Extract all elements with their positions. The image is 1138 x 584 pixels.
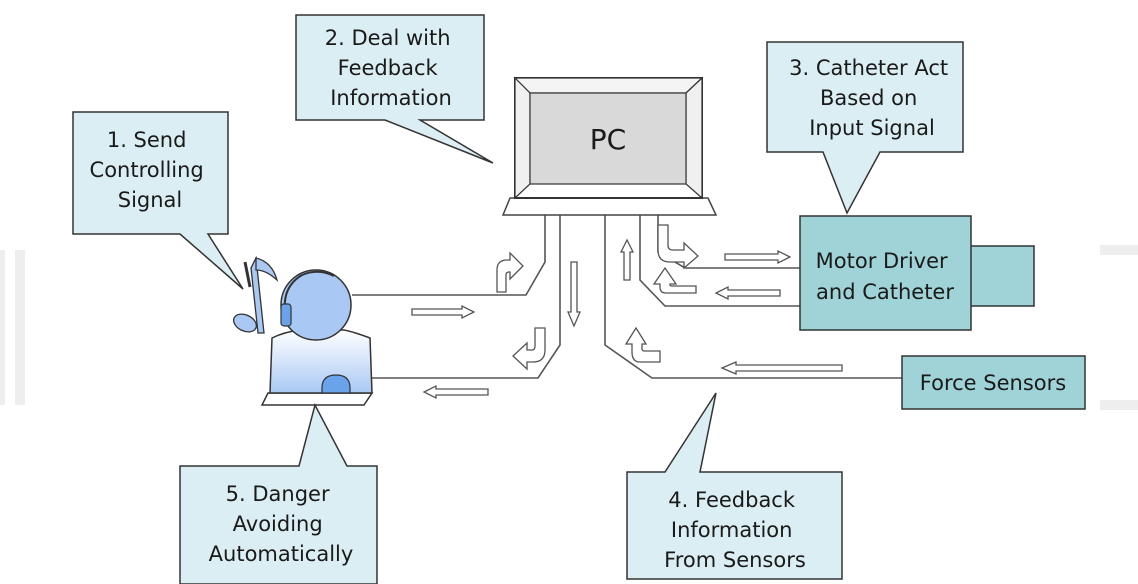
callout-line: Information [671,518,793,542]
arrow-right-icon [724,249,792,265]
callout-bubble [72,111,244,290]
watermark [0,245,1138,410]
callout-send-signal: 1. Send Controlling Signal [72,111,244,290]
arrow-right-icon [411,304,476,320]
callout-sensor-feedback: 4. Feedback Information From Sensors [626,392,843,580]
callout-line: Based on [820,86,917,110]
callout-line: Automatically [209,542,354,566]
arrow-up-icon [619,238,635,281]
connection-lines [352,215,902,379]
music-note-icon [232,255,279,334]
force-sensors-label: Force Sensors [920,371,1066,395]
curved-arrow-icon [496,251,524,293]
callout-line: Input Signal [809,116,935,140]
callout-line: Controlling [90,158,204,182]
callout-line: Feedback [338,56,439,80]
operator-head [280,269,352,341]
operator-hands [321,374,351,394]
callout-line: From Sensors [664,548,806,572]
pc-label: PC [590,123,626,156]
callout-line: Avoiding [233,512,323,536]
pc-monitor: PC [501,76,718,216]
monitor-bezel [513,77,704,94]
callout-line: 5. Danger [226,482,330,506]
monitor-bezel-left [514,76,531,200]
operator-body [269,329,373,394]
curved-arrow-icon [624,326,661,363]
operator-earpiece [280,303,292,327]
pc-to-motor-bottom-line [639,215,800,307]
signal-arrows [411,224,843,400]
svg-text:4. Feedback Information: 4. Feedback Information From Sensors [664,488,806,572]
motor-driver-line: Motor Driver [816,249,948,273]
arrow-left-icon [714,285,781,301]
force-sensors-body [901,355,1086,410]
pc-to-operator-top-line [352,215,546,296]
monitor-screen [529,92,687,185]
callout-line: Information [330,86,452,110]
callout-danger-avoid: 5. Danger Avoiding Automatically [179,402,378,584]
motor-driver-body [799,215,972,331]
callout-line: 2. Deal with [325,26,451,50]
motor-driver-tab [969,245,1035,307]
arrow-left-icon [422,384,489,400]
arrow-down-icon [567,261,581,328]
svg-text:5. Danger Avoiding: 5. Danger Avoiding Automatically [209,482,354,566]
callout-feedback-processing: 2. Deal with Feedback Information [295,14,494,164]
operator-headset [283,270,335,319]
svg-text:3. Catheter Act Based on: 3. Catheter Act Based on Input Signal [789,56,955,140]
callout-line: 4. Feedback [668,488,796,512]
monitor-bezel-right [685,76,703,200]
motor-driver-box: Motor Driver and Catheter [799,215,1035,331]
svg-text:1. Send Controlling: 1. Send Controlling Signal [90,128,211,212]
operator-desk [260,392,374,406]
monitor-base [501,197,718,216]
pc-to-operator-bottom-line [372,215,561,379]
curved-arrow-icon [652,266,697,294]
callout-line: 1. Send [107,128,187,152]
curved-arrow-icon [657,224,699,270]
callout-bubble [179,402,378,584]
pc-to-sensors-line [604,215,902,379]
callout-bubble [626,392,843,580]
force-sensors-box: Force Sensors [901,355,1086,410]
callout-line: Signal [118,188,183,212]
callout-bubble [766,41,964,215]
svg-text:2. Deal with Feedback: 2. Deal with Feedback Information [325,26,457,110]
callout-bubble [295,14,494,164]
motor-driver-line: and Catheter [816,280,954,304]
arrow-left-icon [720,361,843,375]
callout-catheter-act: 3. Catheter Act Based on Input Signal [766,41,964,215]
operator-headset-icon [260,269,374,406]
svg-text:Motor Driver and Cathete: Motor Driver and Catheter [816,249,955,304]
curved-arrow-icon [512,327,546,371]
callout-line: 3. Catheter Act [789,56,948,80]
